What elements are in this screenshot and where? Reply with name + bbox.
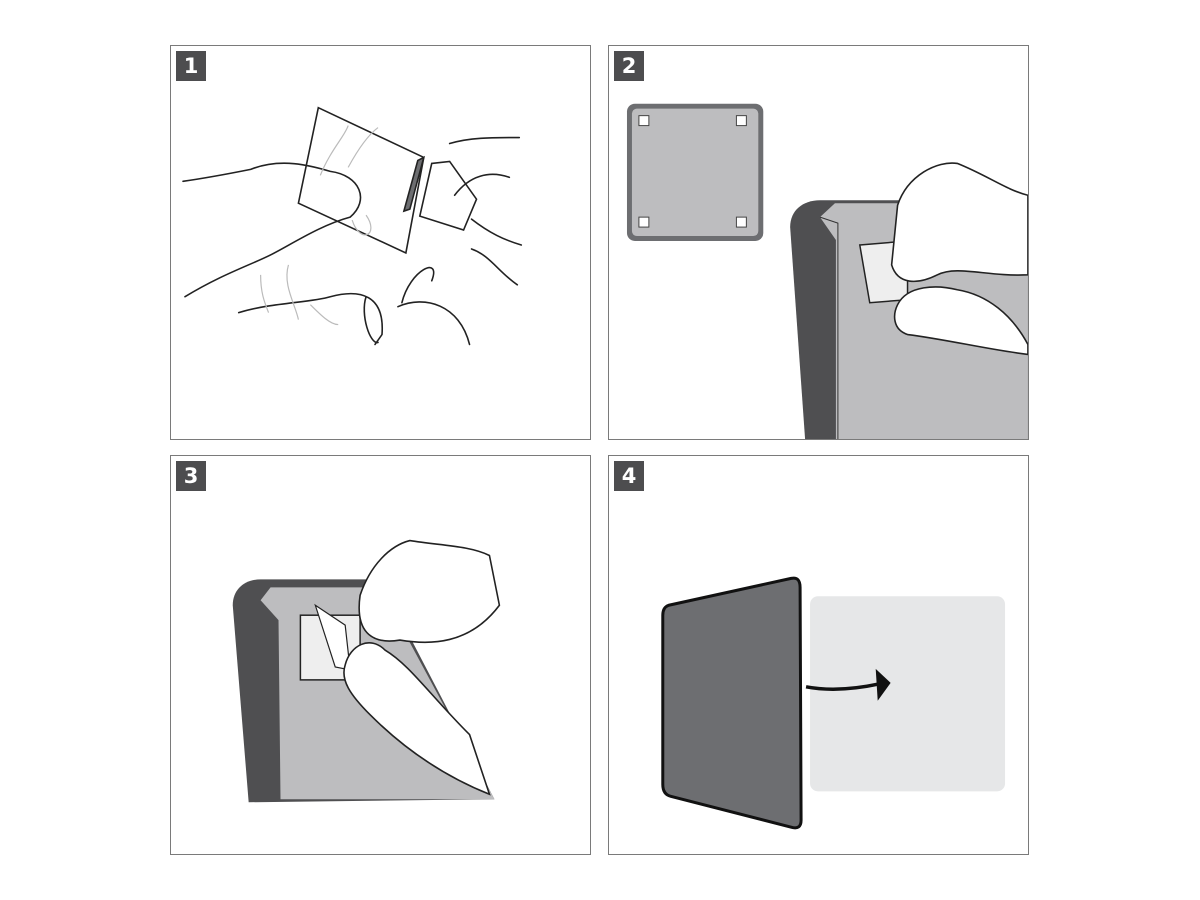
mount-device-illustration (661, 576, 1006, 830)
peel-liner-illustration (232, 539, 501, 803)
step-2-panel: 2 (608, 45, 1029, 440)
step-3-panel: 3 (170, 455, 591, 855)
peel-adhesive-pad-illustration (182, 106, 523, 346)
attach-pad-to-device-illustration (626, 103, 1028, 439)
step-number-badge: 3 (176, 461, 206, 491)
step-4-panel: 4 (608, 455, 1029, 855)
step-number-badge: 2 (614, 51, 644, 81)
arrow-icon (805, 682, 881, 691)
step-number-badge: 4 (614, 461, 644, 491)
mounting-surface (810, 596, 1006, 792)
adhesive-pad (297, 106, 425, 255)
step-1-panel: 1 (170, 45, 591, 440)
mounting-plate (626, 103, 764, 242)
step-number-badge: 1 (176, 51, 206, 81)
liner-strip (402, 155, 426, 213)
device-plate (661, 576, 803, 830)
